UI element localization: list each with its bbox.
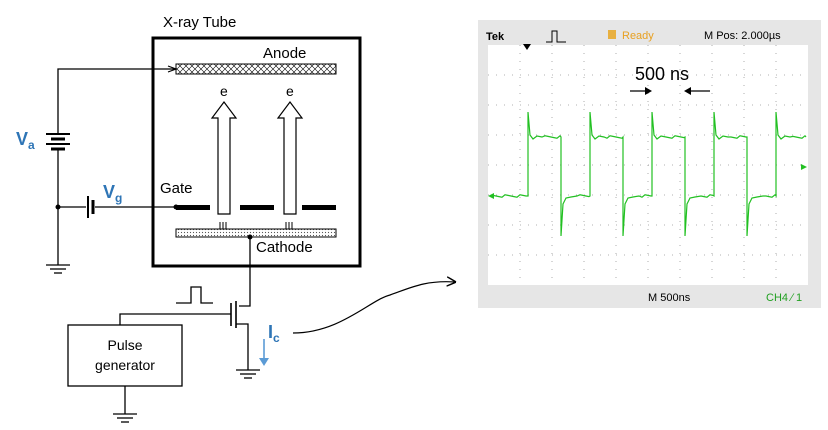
oscilloscope-screenshot: Tek Ready M Pos: 2.000µs 500 ns M 500ns …	[478, 20, 821, 308]
emitter-tips	[219, 222, 293, 229]
scope-brand: Tek	[486, 31, 505, 43]
ground-symbol-left	[46, 264, 70, 274]
time-annotation: 500 ns	[635, 64, 689, 84]
cathode-label: Cathode	[256, 239, 313, 256]
electron-beam-arrow-1	[210, 101, 238, 215]
ground-symbol-transistor	[236, 369, 260, 379]
pulse-glyph-icon	[176, 286, 213, 304]
electron-label-1: e	[220, 83, 228, 99]
link-to-scope-arrow	[292, 282, 455, 334]
scope-status: Ready	[622, 30, 654, 42]
gate-label: Gate	[160, 180, 193, 197]
electron-label-2: e	[286, 83, 294, 99]
ic-label: Ic	[268, 322, 280, 345]
signal-waveform	[489, 111, 807, 237]
pulse-generator-line-2: generator	[95, 357, 155, 373]
pulse-generator-box	[67, 324, 183, 387]
anode-label: Anode	[263, 45, 306, 62]
scope-mpos: M Pos: 2.000µs	[704, 30, 781, 42]
ready-status-icon	[608, 30, 616, 39]
trigger-pulse-icon	[546, 30, 566, 43]
scope-channel: CH4 ∕ 1	[766, 292, 802, 304]
cathode-wire	[239, 237, 251, 307]
mosfet-switch	[119, 301, 249, 370]
tube-title: X-ray Tube	[163, 14, 236, 31]
pulse-generator-line-1: Pulse	[107, 337, 142, 353]
gate-segment-3	[302, 205, 336, 210]
tube-enclosure	[151, 36, 362, 268]
electron-beam-arrow-2	[276, 101, 304, 215]
trigger-position-marker	[523, 44, 531, 50]
scope-timebase: M 500ns	[648, 292, 691, 304]
gate-segment-2	[240, 205, 274, 210]
anode-wire	[57, 68, 176, 134]
va-label: Va	[16, 129, 35, 152]
scope-grid	[488, 45, 808, 285]
trigger-level-marker	[801, 164, 807, 170]
anode	[175, 63, 337, 75]
vg-label: Vg	[103, 182, 122, 205]
gate-segment-1	[176, 205, 210, 210]
ground-symbol-generator	[113, 413, 137, 423]
cathode	[175, 228, 337, 238]
